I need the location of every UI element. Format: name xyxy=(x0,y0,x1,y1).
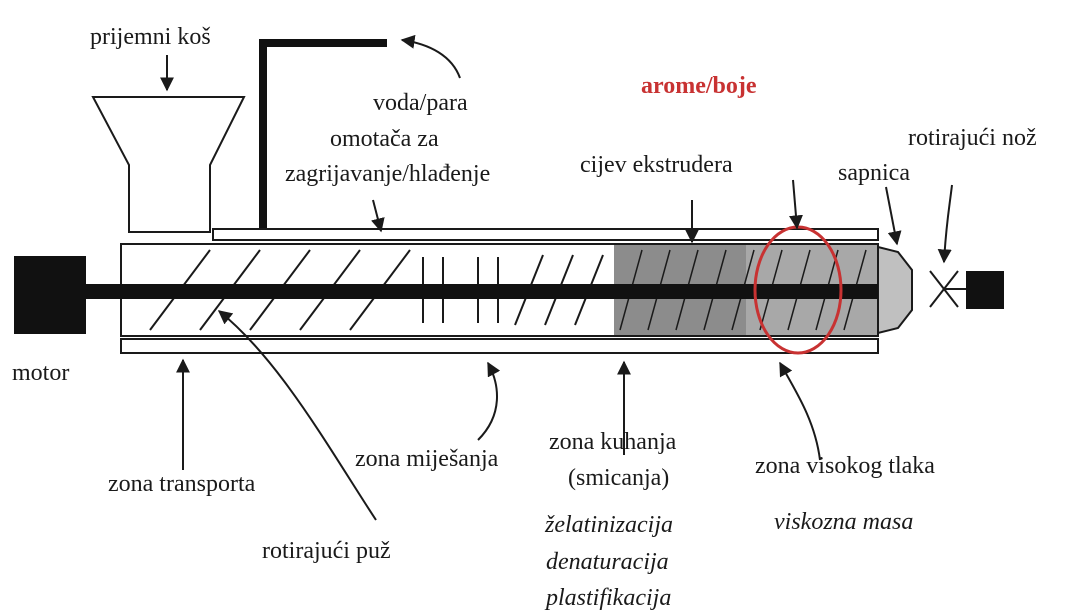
label-high-pressure-zone: zona visokog tlaka xyxy=(755,453,935,479)
label-water-steam: voda/para xyxy=(373,90,468,116)
label-process-plastification: plastifikacija xyxy=(544,585,671,611)
label-mixing-zone: zona miješanja xyxy=(355,446,499,472)
label-viscous-mass: viskozna masa xyxy=(774,509,913,535)
label-process-gelatinization: želatinizacija xyxy=(544,512,673,538)
pressure-zone-arrow xyxy=(779,361,821,461)
die-nozzle xyxy=(877,245,913,335)
label-jacket-line1: omotača za xyxy=(330,126,439,152)
label-motor: motor xyxy=(12,360,69,386)
mixing-zone-arrow xyxy=(477,361,501,441)
label-cooking-zone-line2: (smicanja) xyxy=(568,465,669,491)
label-flavors-colors: arome/boje xyxy=(641,73,757,99)
water-steam-arrow xyxy=(400,34,461,79)
nozzle-arrow xyxy=(885,186,902,246)
motor-block xyxy=(14,256,86,334)
bottom-jacket xyxy=(120,338,879,354)
knife-arrow xyxy=(937,184,953,264)
water-pipe-horizontal xyxy=(259,39,387,47)
label-hopper: prijemni koš xyxy=(90,24,211,50)
jacket-arrow xyxy=(371,199,385,233)
hopper-shape xyxy=(91,96,246,233)
label-rotating-screw: rotirajući puž xyxy=(262,538,391,564)
flavor-arrow xyxy=(788,179,803,230)
label-rotating-knife: rotirajući nož xyxy=(908,125,1037,151)
screw-arrow xyxy=(217,310,377,521)
water-pipe-vertical xyxy=(259,39,267,229)
heating-jacket xyxy=(212,228,879,241)
label-process-denaturation: denaturacija xyxy=(546,549,669,575)
label-cooking-zone-line1: zona kuhanja xyxy=(549,429,677,455)
label-barrel: cijev ekstrudera xyxy=(580,152,733,178)
pointer-arrows xyxy=(160,34,953,521)
label-nozzle: sapnica xyxy=(838,160,910,186)
screw-shaft xyxy=(86,284,878,299)
rotating-knife xyxy=(929,270,1004,309)
label-transport-zone: zona transporta xyxy=(108,471,256,497)
label-jacket-line2: zagrijavanje/hlađenje xyxy=(285,161,490,187)
